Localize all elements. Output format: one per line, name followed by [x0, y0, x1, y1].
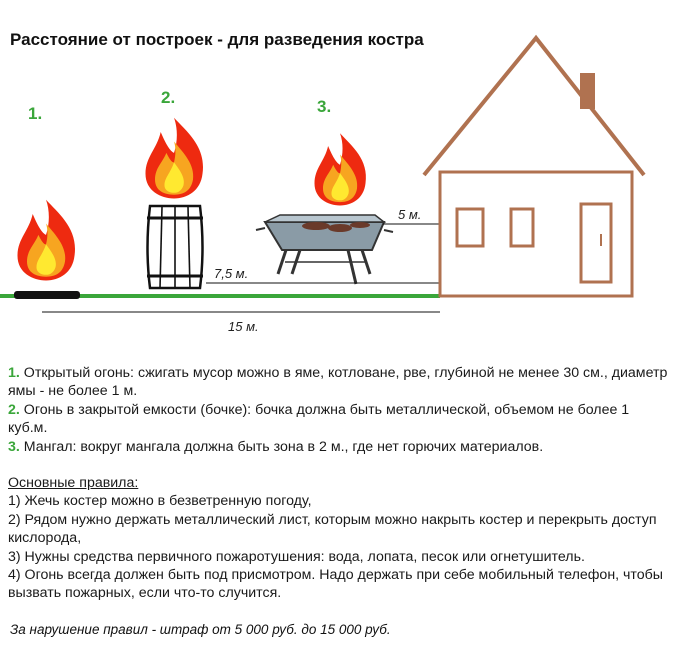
distance-mangal-label: 5 м.: [398, 207, 422, 222]
house: [422, 34, 646, 298]
rule-1: 1) Жечь костер можно в безветренную пого…: [8, 493, 312, 510]
scene: [0, 34, 646, 313]
rules-heading: Основные правила:: [8, 475, 139, 492]
item-3: 3. Мангал: вокруг мангала должна быть зо…: [8, 438, 544, 455]
distance-barrel-label: 7,5 м.: [214, 266, 249, 281]
grill: [255, 133, 394, 285]
barrel: [145, 117, 204, 290]
distance-open-fire-label: 15 м.: [228, 319, 259, 334]
item-2: 2. Огонь в закрытой емкости (бочке): боч…: [8, 401, 630, 437]
diagram-title: Расстояние от построек - для разведения …: [10, 30, 424, 49]
marker-3: 3.: [317, 97, 332, 116]
open-fire: [14, 199, 80, 299]
rule-2: 2) Рядом нужно держать металлический лис…: [8, 511, 657, 547]
rule-3: 3) Нужны средства первичного пожаротушен…: [8, 548, 585, 565]
item-1: 1. Открытый огонь: сжигать мусор можно в…: [8, 365, 668, 400]
marker-1: 1.: [28, 104, 43, 123]
marker-2: 2.: [161, 88, 176, 107]
text-block: 1. Открытый огонь: сжигать мусор можно в…: [8, 364, 668, 603]
fine-note: За нарушение правил - штраф от 5 000 руб…: [10, 622, 391, 637]
rule-4: 4) Огонь всегда должен быть под присмотр…: [8, 567, 663, 602]
